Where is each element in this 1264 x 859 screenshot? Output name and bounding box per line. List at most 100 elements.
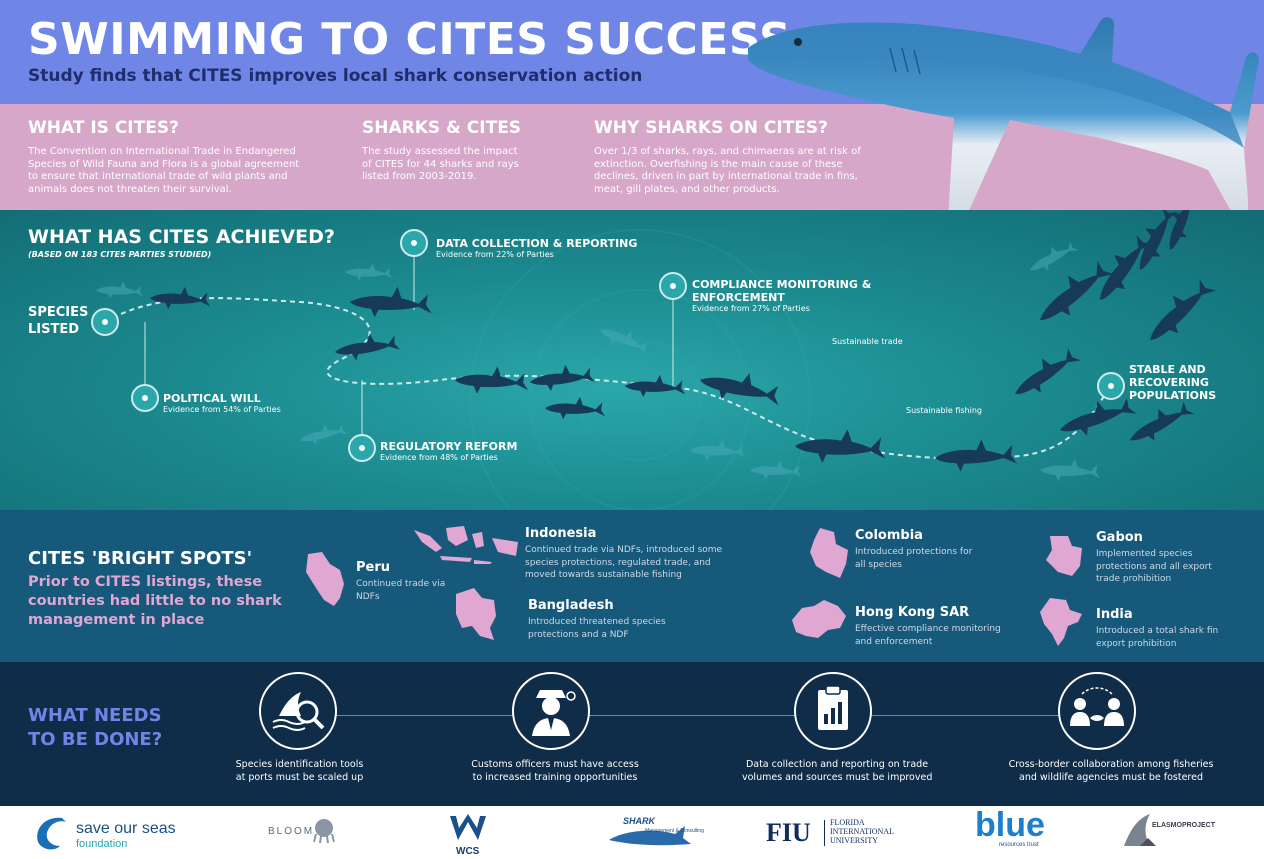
country-indonesia: Indonesia Continued trade via NDFs, intr… [525, 526, 730, 582]
country-peru: Peru Continued trade via NDFs [356, 560, 446, 603]
stage-data-collection: DATA COLLECTION & REPORTING Evidence fro… [436, 237, 656, 260]
blue-name: blue [975, 806, 1045, 844]
stage-leader-lines [144, 245, 674, 446]
country-desc: Introduced protections for all species [855, 547, 973, 570]
bright-spots-section: CITES 'BRIGHT SPOTS' Prior to CITES list… [0, 510, 1264, 662]
country-hong-kong: Hong Kong SAR Effective compliance monit… [855, 605, 1005, 648]
country-name: Hong Kong SAR [855, 605, 970, 620]
what-is-cites-heading: WHAT IS CITES? [28, 118, 179, 138]
why-sharks-heading: WHY SHARKS ON CITES? [594, 118, 828, 138]
country-colombia: Colombia Introduced protections for all … [855, 528, 975, 571]
stage-species-listed: SPECIES LISTED [28, 304, 108, 338]
colombia-map-icon [810, 528, 848, 578]
fiu-name-line: FLORIDA [830, 818, 865, 827]
sharks-cites-text: The study assessed the impact of CITES f… [362, 146, 519, 182]
achieved-title: WHAT HAS CITES ACHIEVED? [28, 226, 335, 248]
stage-stable-populations: STABLE AND RECOVERING POPULATIONS [1129, 363, 1239, 402]
shark-school [150, 210, 1219, 474]
wcs-mark-icon [450, 814, 486, 840]
wcs-logo: WCS [448, 814, 488, 857]
stage-markers [91, 229, 1125, 462]
sharks-cites-section: SHARKS & CITES The study assessed the im… [362, 118, 522, 184]
country-desc: Continued trade via NDFs, introduced som… [525, 545, 723, 580]
shark-fin-magnifier-icon [259, 672, 337, 750]
country-name: Indonesia [525, 526, 597, 541]
need-text-data: Data collection and reporting on trade v… [742, 758, 932, 784]
stage-political-will: POLITICAL WILL Evidence from 54% of Part… [163, 392, 333, 415]
fiu-name-line: INTERNATIONAL [830, 827, 894, 836]
india-map-icon [1040, 598, 1082, 646]
country-india: India Introduced a total shark fin expor… [1096, 607, 1236, 650]
country-desc: Effective compliance monitoring and enfo… [855, 624, 1001, 647]
country-name: Gabon [1096, 530, 1143, 545]
faint-shark-school [96, 235, 1101, 482]
pathway-dashed-line [104, 297, 1111, 460]
achieved-note: (BASED ON 183 CITES PARTIES STUDIED) [28, 250, 212, 259]
country-bangladesh: Bangladesh Introduced threatened species… [528, 598, 688, 641]
need-text-line: to increased training opportunities [472, 772, 638, 783]
political-will-evidence: Evidence from 54% of Parties [163, 405, 281, 414]
country-desc: Introduced threatened species protection… [528, 617, 666, 640]
country-desc: Continued trade via NDFs [356, 579, 446, 602]
need-text-line: Species identification tools [235, 759, 364, 770]
country-name: Colombia [855, 528, 923, 543]
country-name: Bangladesh [528, 598, 614, 613]
why-sharks-text: Over 1/3 of sharks, rays, and chimaeras … [594, 146, 861, 195]
need-text-line: Data collection and reporting on trade [745, 759, 929, 770]
stable-populations-label: STABLE AND RECOVERING POPULATIONS [1129, 363, 1217, 402]
achievement-pathway-graphic [91, 210, 1219, 510]
hong-kong-map-icon [792, 600, 846, 638]
regulatory-reform-evidence: Evidence from 48% of Parties [380, 453, 498, 462]
regulatory-reform-label: REGULATORY REFORM [380, 440, 518, 453]
data-collection-evidence: Evidence from 22% of Parties [436, 250, 554, 259]
bangladesh-map-icon [456, 588, 496, 640]
wave-icon [37, 817, 66, 850]
need-text-customs: Customs officers must have access to inc… [470, 758, 640, 784]
blue-shark-illustration [748, 17, 1259, 231]
fiu-mark: FIU [766, 818, 811, 847]
compliance-label: COMPLIANCE MONITORING & ENFORCEMENT [692, 278, 872, 304]
needs-title: WHAT NEEDS TO BE DONE? [28, 705, 163, 750]
partner-logos: save our seas foundation BLOOM WCS SHARK… [0, 806, 1264, 859]
compliance-evidence: Evidence from 27% of Parties [692, 304, 810, 313]
country-gabon: Gabon Implemented species protections an… [1096, 530, 1236, 586]
stage-regulatory-reform: REGULATORY REFORM Evidence from 48% of P… [380, 440, 550, 463]
clipboard-chart-icon [794, 672, 872, 750]
country-desc: Introduced a total shark fin export proh… [1096, 626, 1219, 649]
bloom-name: BLOOM [268, 826, 315, 837]
blue-sub: resources trust [999, 842, 1039, 848]
what-is-cites-section: WHAT IS CITES? The Convention on Interna… [28, 118, 303, 196]
wcs-name: WCS [456, 846, 480, 857]
fiu-name: FLORIDA INTERNATIONAL UNIVERSITY [830, 818, 894, 845]
fiu-divider [824, 820, 825, 846]
need-text-line: at ports must be scaled up [235, 772, 364, 783]
need-text-collaboration: Cross-border collaboration among fisheri… [1006, 758, 1216, 784]
bright-spots-subtitle: Prior to CITES listings, these countries… [28, 574, 282, 628]
shark-consulting-logo: SHARK Management & Consulting [605, 812, 704, 852]
elasmo-fin-icon [1124, 814, 1156, 846]
octopus-icon [313, 819, 335, 844]
country-name: India [1096, 607, 1133, 622]
indonesia-map-icon [414, 526, 518, 564]
gabon-map-icon [1046, 536, 1082, 576]
peru-map-icon [306, 552, 344, 606]
data-collection-label: DATA COLLECTION & REPORTING [436, 237, 638, 250]
need-text-line: and wildlife agencies must be fostered [1019, 772, 1203, 783]
sharks-cites-heading: SHARKS & CITES [362, 118, 522, 138]
needs-connector-line [300, 715, 1120, 716]
collaboration-icon [1058, 672, 1136, 750]
sustainable-fishing-label: Sustainable fishing [906, 406, 982, 415]
shark-logo-sub: Management & Consulting [645, 828, 704, 834]
stage-compliance: COMPLIANCE MONITORING & ENFORCEMENT Evid… [692, 278, 872, 314]
bloom-logo: BLOOM [268, 816, 335, 844]
sos-name: save our seas [76, 820, 176, 837]
sos-sub: foundation [76, 838, 128, 850]
fiu-name-line: UNIVERSITY [830, 836, 878, 845]
achievements-section: WHAT HAS CITES ACHIEVED? (BASED ON 183 C… [0, 210, 1264, 510]
shark-logo-name: SHARK [623, 816, 656, 826]
needs-section: WHAT NEEDS TO BE DONE? [0, 662, 1264, 806]
customs-officer-icon [512, 672, 590, 750]
elasmo-name: ELASMOPROJECT [1152, 822, 1216, 829]
need-text-line: Customs officers must have access [471, 759, 639, 770]
need-text-line: volumes and sources must be improved [742, 772, 933, 783]
